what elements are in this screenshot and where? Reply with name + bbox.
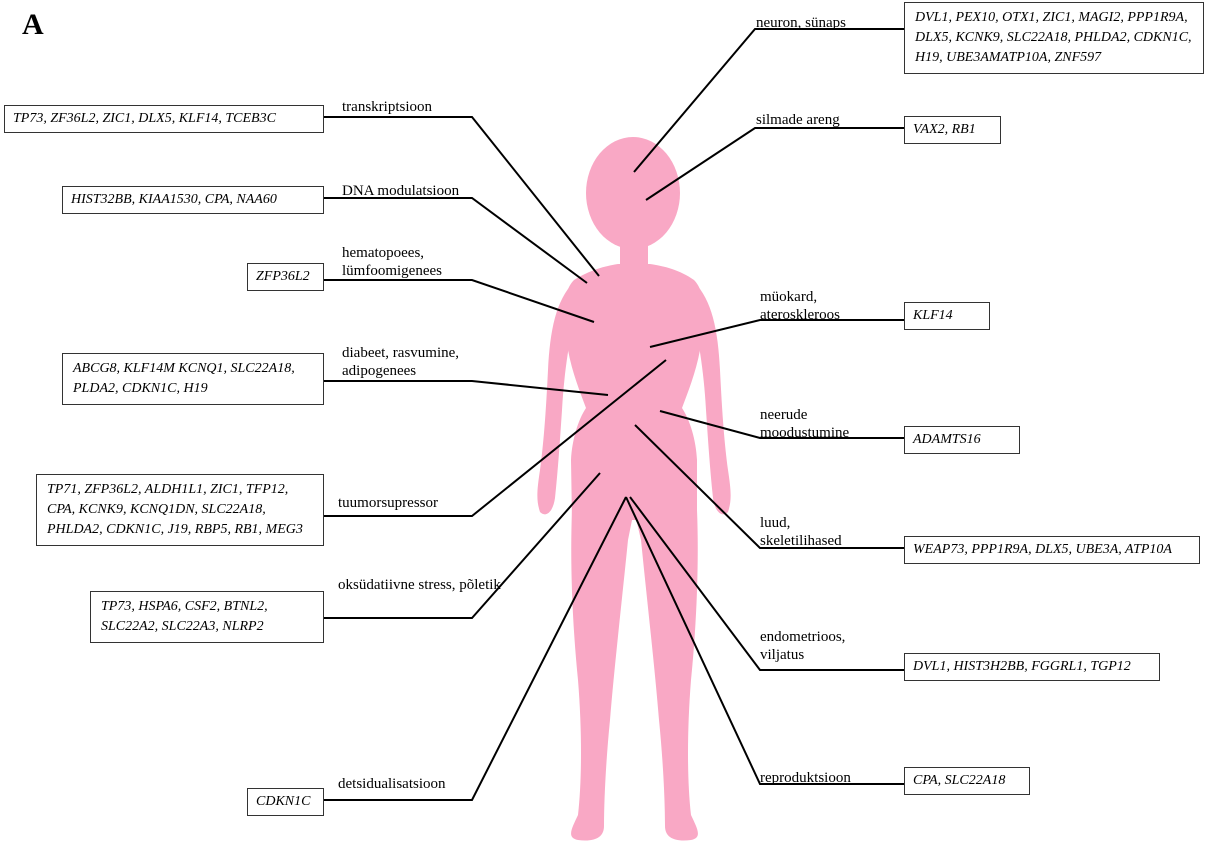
- silhouette-right-leg: [634, 510, 698, 840]
- genes-transcr: TP73, ZF36L2, ZIC1, DLX5, KLF14, TCEB3C: [4, 105, 324, 133]
- genes-dna: HIST32BB, KIAA1530, CPA, NAA60: [62, 186, 324, 214]
- genes-bones: WEAP73, PPP1R9A, DLX5, UBE3A, ATP10A: [904, 536, 1200, 564]
- genes-hemato: ZFP36L2: [247, 263, 324, 291]
- label-tumor: tuumorsupressor: [338, 494, 438, 512]
- genes-neuron: DVL1, PEX10, OTX1, ZIC1, MAGI2, PPP1R9A,…: [904, 2, 1204, 74]
- genes-myocard: KLF14: [904, 302, 990, 330]
- genes-diabetes: ABCG8, KLF14M KCNQ1, SLC22A18, PLDA2, CD…: [62, 353, 324, 405]
- label-transcr: transkriptsioon: [342, 98, 432, 116]
- silhouette-left-leg: [571, 510, 634, 840]
- connector-neuron: [634, 29, 904, 172]
- genes-oxid: TP73, HSPA6, CSF2, BTNL2, SLC22A2, SLC22…: [90, 591, 324, 643]
- silhouette-right-arm: [694, 282, 731, 514]
- genes-eyes: VAX2, RB1: [904, 116, 1001, 144]
- genes-repro: CPA, SLC22A18: [904, 767, 1030, 795]
- label-kidney: neerude moodustumine: [760, 406, 895, 442]
- label-myocard: müokard, ateroskleroos: [760, 288, 880, 324]
- connector-eyes: [646, 128, 904, 200]
- silhouette-left-arm: [537, 282, 574, 514]
- label-endo: endometrioos, viljatus: [760, 628, 870, 664]
- female-body-silhouette: [537, 137, 730, 840]
- genes-endo: DVL1, HIST3H2BB, FGGRL1, TGP12: [904, 653, 1160, 681]
- label-bones: luud, skeletilihased: [760, 514, 875, 550]
- label-eyes: silmade areng: [756, 111, 840, 129]
- genes-decid: CDKN1C: [247, 788, 324, 816]
- label-neuron: neuron, sünaps: [756, 14, 846, 32]
- label-hemato: hematopoees, lümfoomigenees: [342, 244, 462, 280]
- genes-kidney: ADAMTS16: [904, 426, 1020, 454]
- genes-tumor: TP71, ZFP36L2, ALDH1L1, ZIC1, TFP12, CPA…: [36, 474, 324, 546]
- connector-hemato: [324, 280, 594, 322]
- label-diabetes: diabeet, rasvumine, adipogenees: [342, 344, 507, 380]
- panel-label: A: [22, 8, 44, 42]
- silhouette-head: [586, 137, 680, 249]
- label-oxid: oksüdatiivne stress, põletik: [338, 576, 508, 594]
- label-dna: DNA modulatsioon: [342, 182, 459, 200]
- connector-diabetes: [324, 381, 608, 395]
- label-repro: reproduktsioon: [760, 769, 851, 787]
- label-decid: detsidualisatsioon: [338, 775, 446, 793]
